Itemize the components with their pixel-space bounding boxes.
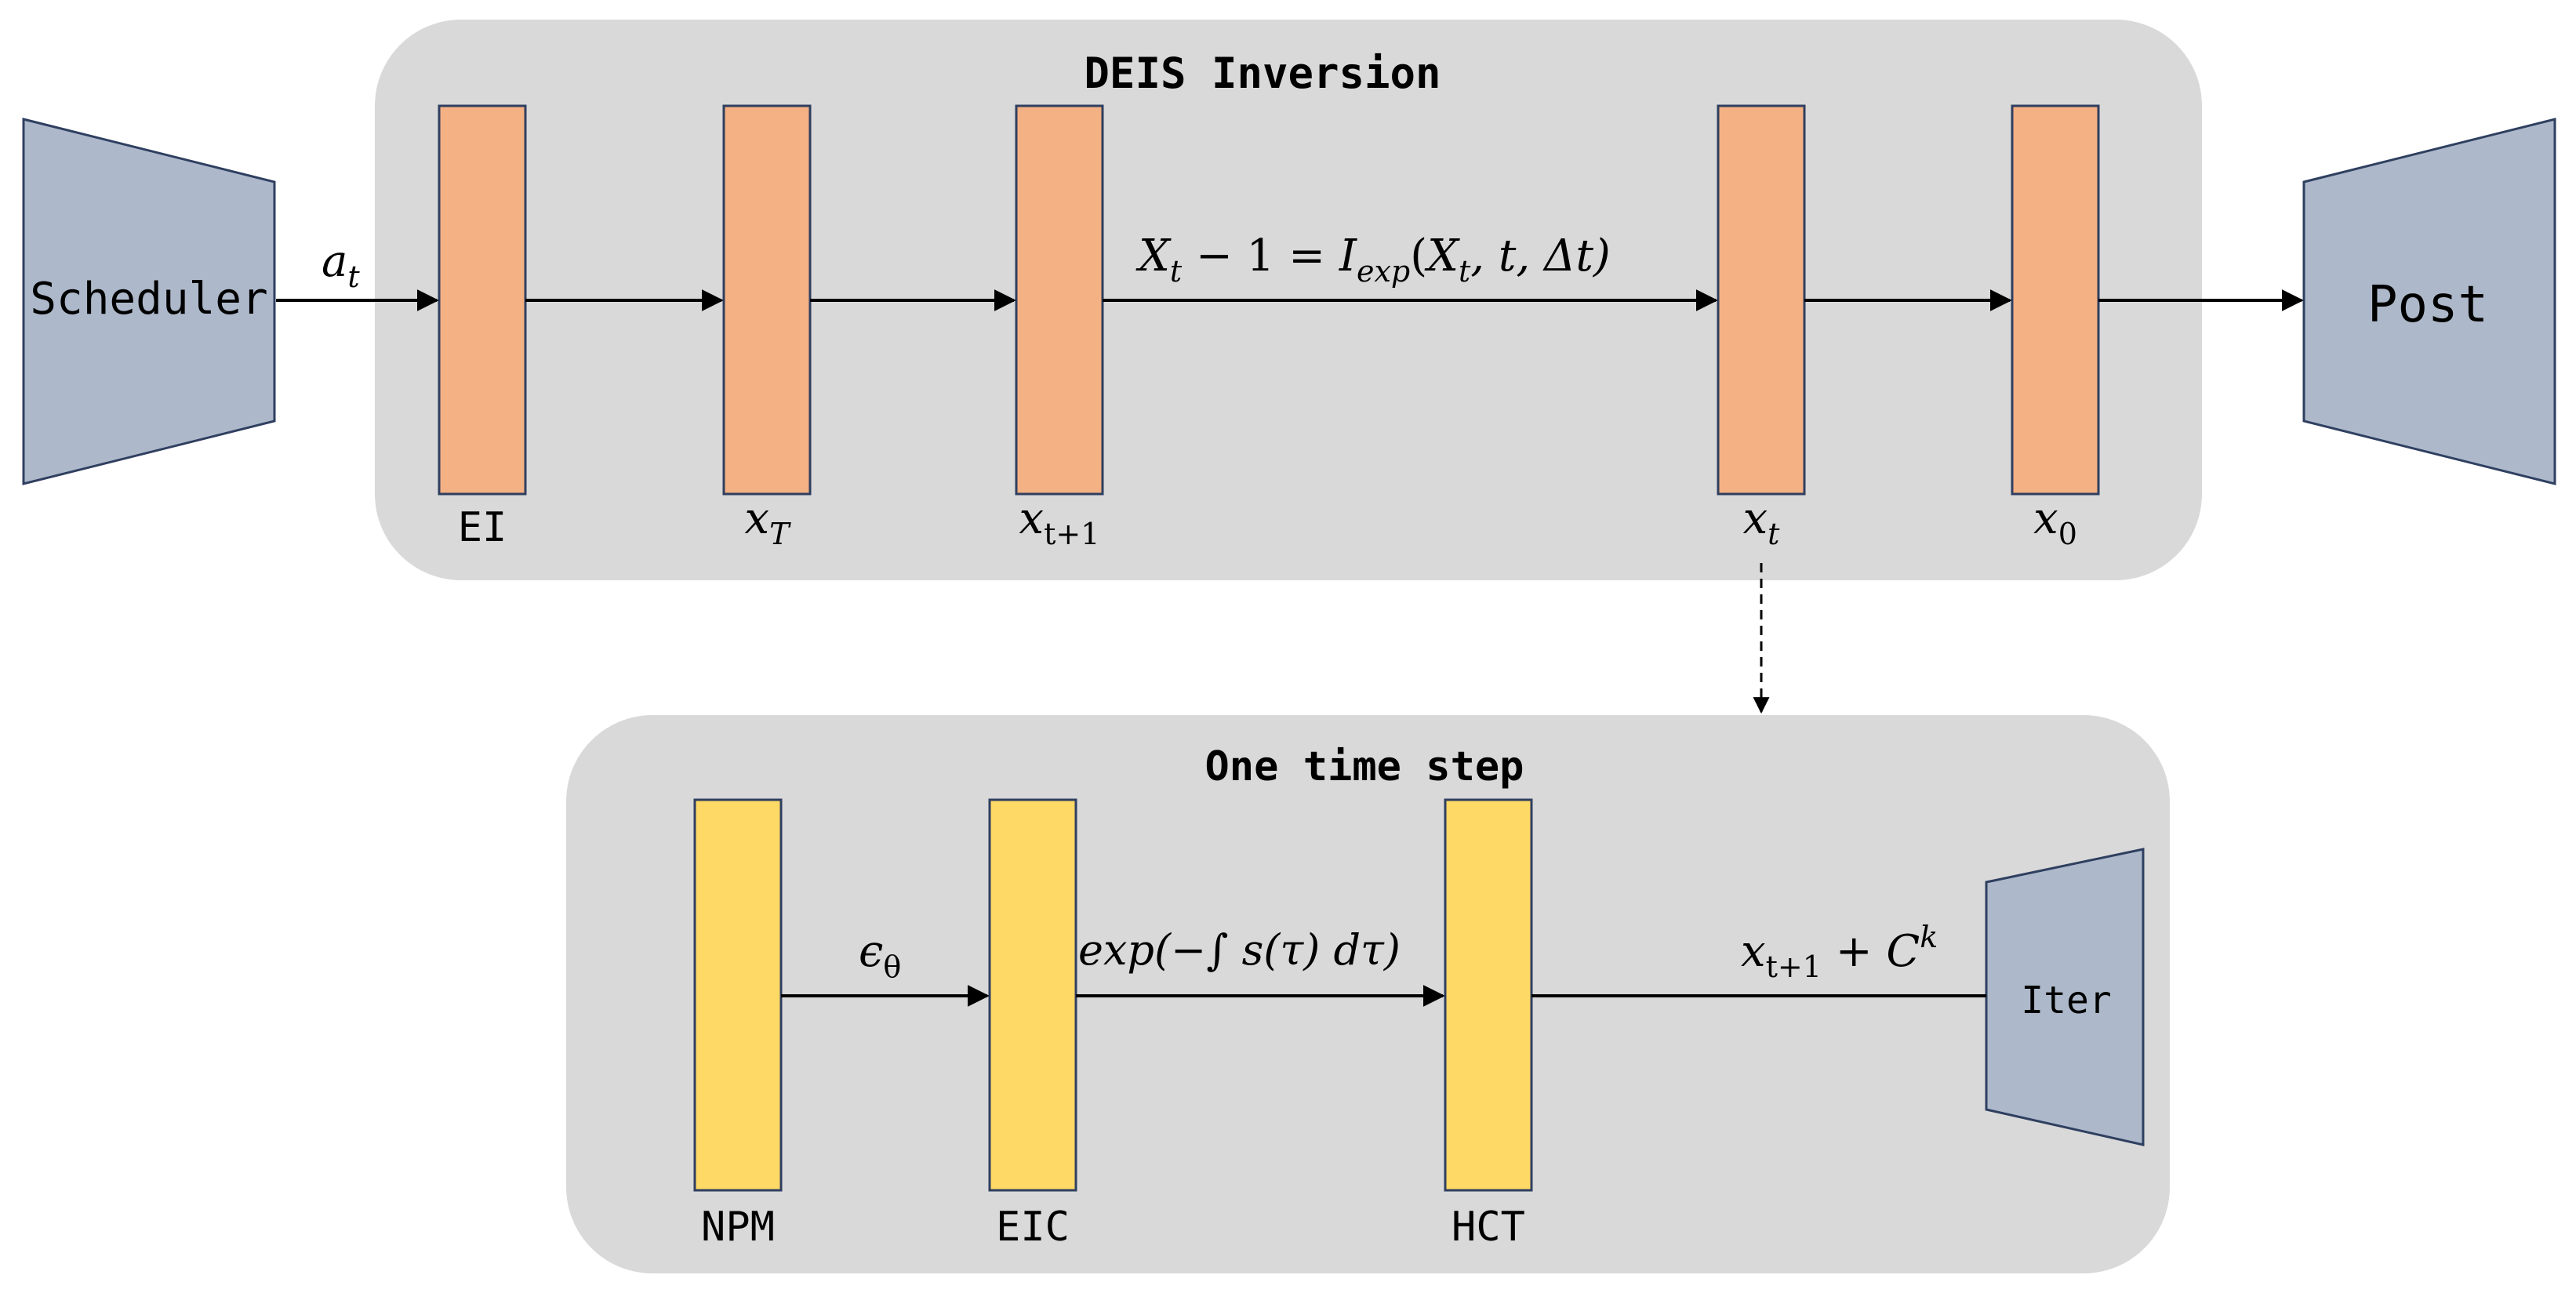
block-xT [722,104,812,496]
post-module [2302,118,2556,485]
edge-label-a-t: at [322,236,360,294]
edge-label-eps: ϵθ [859,926,901,984]
block-xt [1717,104,1806,496]
label-ei: EI [458,504,507,551]
block-hct [1444,798,1533,1192]
edge-label-iter: xt+1 + Ck [1741,920,1938,984]
label-hct: HCT [1451,1204,1525,1251]
top-panel-title: DEIS Inversion [1084,49,1441,98]
iter-module [1985,848,2145,1146]
label-npm: NPM [701,1204,775,1251]
bottom-panel-title: One time step [1205,743,1524,790]
label-xt1: xt+1 [1019,493,1100,551]
block-npm [693,798,783,1192]
label-xT: xT [745,493,792,551]
block-xt1 [1015,104,1104,496]
label-xt: xt [1743,493,1781,551]
scheduler-module [22,118,276,485]
iter-label: Iter [2021,979,2112,1022]
edge-label-exp: exp(−∫ s(τ) dτ) [1078,925,1401,975]
label-x0: x0 [2033,493,2077,551]
scheduler-label: Scheduler [30,274,267,325]
block-ei [438,104,527,496]
post-label: Post [2367,276,2488,334]
label-eic: EIC [996,1204,1070,1251]
block-x0 [2011,104,2100,496]
block-eic [988,798,1077,1192]
update-formula: Xt − 1 = Iexp(Xt, t, Δt) [1135,231,1611,289]
